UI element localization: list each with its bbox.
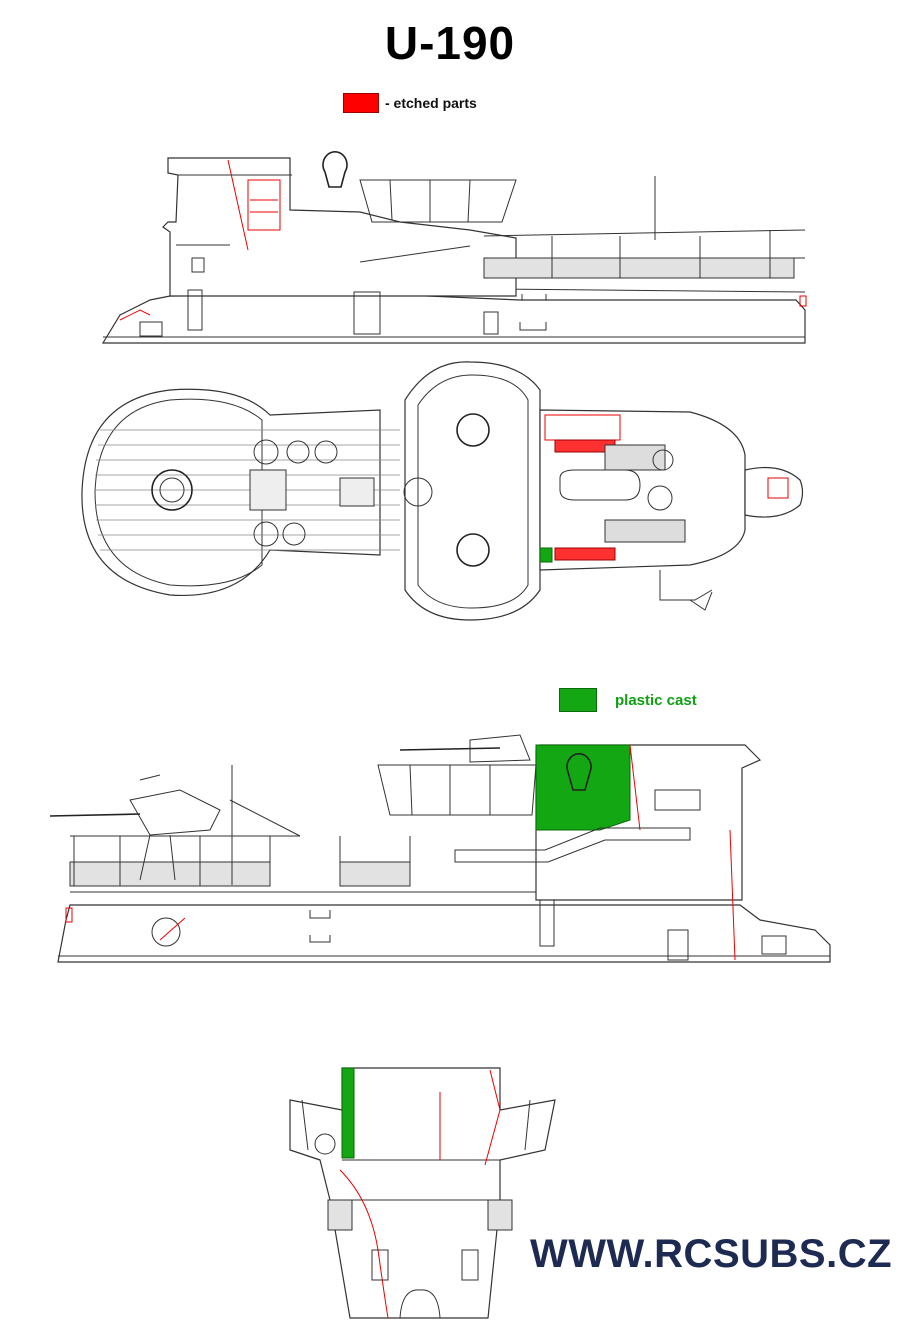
side-view-top <box>101 151 807 344</box>
website-url: WWW.RCSUBS.CZ <box>530 1232 893 1276</box>
legend-etched-label: - etched parts <box>385 95 477 111</box>
legend-swatch-green <box>559 688 597 712</box>
drawing-title: U-190 <box>384 17 516 69</box>
legend-etched-parts: - etched parts <box>343 93 477 113</box>
plan-view <box>81 361 804 621</box>
legend-swatch-red <box>343 93 379 113</box>
front-view <box>289 1067 556 1319</box>
side-view-bottom <box>49 734 831 963</box>
legend-plastic-label: plastic cast <box>615 691 697 709</box>
legend-plastic-cast: plastic cast <box>559 688 697 712</box>
